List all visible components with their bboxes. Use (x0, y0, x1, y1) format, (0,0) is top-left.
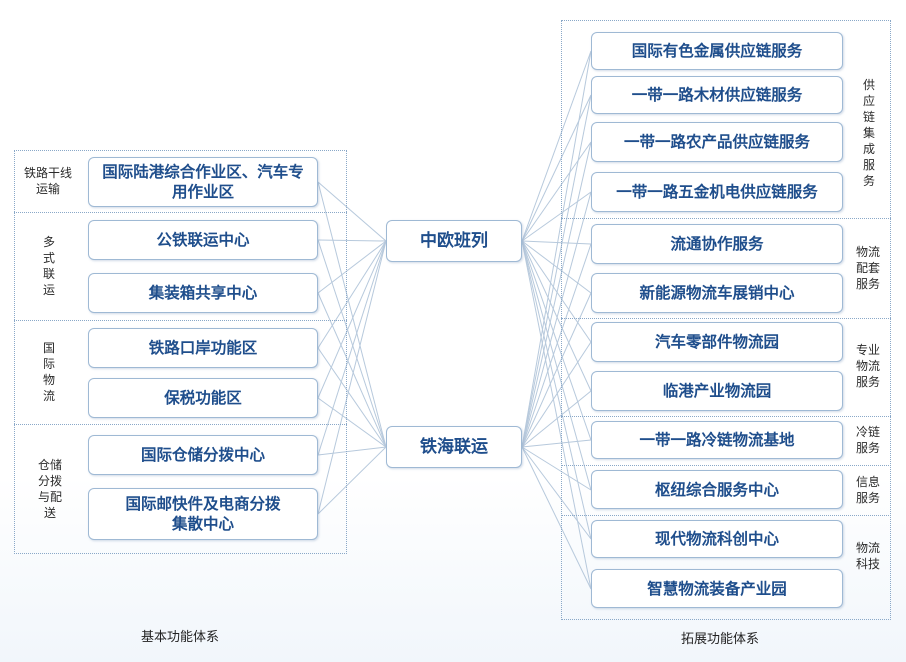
left-group-label-intl-logistics: 国际物流 (42, 341, 55, 403)
node-ev-showroom: 新能源物流车展销中心 (591, 273, 843, 313)
node-nonferrous-supply-chain: 国际有色金属供应链服务 (591, 32, 843, 70)
caption-basic-system: 基本功能体系 (140, 630, 219, 645)
connector-line (521, 341, 592, 448)
connector-line (521, 240, 592, 392)
node-port-industry-park: 临港产业物流园 (591, 371, 843, 411)
connector-line (317, 240, 387, 294)
right-group-label-cold-chain: 冷链服务 (855, 425, 880, 455)
connector-line (317, 446, 387, 515)
connector-line (317, 292, 387, 448)
hub-rail-sea-transport: 铁海联运 (386, 426, 522, 468)
connector-line (521, 50, 592, 242)
right-group-divider (561, 318, 891, 319)
node-logistics-innovation-center: 现代物流科创中心 (591, 520, 843, 558)
right-group-divider (561, 218, 891, 219)
connector-line (317, 397, 387, 448)
node-rail-road-center: 公铁联运中心 (88, 220, 318, 260)
connector-line (317, 239, 387, 448)
right-group-divider (561, 416, 891, 417)
connector-line (317, 240, 387, 399)
connector-line (521, 191, 592, 448)
hub-china-europe-railway: 中欧班列 (386, 220, 522, 262)
connector-line (317, 240, 387, 515)
connector-line (521, 240, 592, 245)
extended-function-panel (561, 20, 891, 620)
left-group-label-railway: 铁路干线运输 (23, 166, 72, 196)
connector-line (317, 240, 387, 456)
connector-line (317, 240, 387, 349)
connector-line (521, 141, 592, 242)
right-group-divider (561, 465, 891, 466)
right-group-divider (561, 515, 891, 516)
node-hub-service-center: 枢纽综合服务中心 (591, 470, 843, 509)
caption-extended-system: 拓展功能体系 (680, 632, 759, 647)
right-group-label-support-service: 物流配套服务 (855, 245, 880, 291)
basic-function-panel (14, 150, 347, 554)
right-group-label-supply-chain: 供应链集成服务 (862, 78, 875, 188)
connector-line (521, 439, 592, 448)
right-group-label-tech: 物流科技 (855, 541, 880, 571)
node-cold-chain-base: 一带一路冷链物流基地 (591, 421, 843, 459)
connector-line (317, 347, 387, 448)
node-postal-ecommerce-center: 国际邮快件及电商分拨集散中心 (88, 488, 318, 540)
connector-line (317, 181, 387, 448)
right-group-label-info-service: 信息服务 (855, 475, 880, 505)
connector-line (521, 446, 592, 491)
connector-line (521, 94, 592, 242)
left-group-divider (14, 212, 347, 213)
connector-line (521, 240, 592, 590)
left-group-divider (14, 320, 347, 321)
connector-line (521, 446, 592, 540)
node-intl-warehouse-center: 国际仓储分拨中心 (88, 435, 318, 475)
connector-line (317, 446, 387, 456)
node-bonded-zone: 保税功能区 (88, 378, 318, 418)
connector-line (521, 141, 592, 448)
node-container-sharing-center: 集装箱共享中心 (88, 273, 318, 313)
node-land-port-zone: 国际陆港综合作业区、汽车专用作业区 (88, 157, 318, 207)
connector-line (521, 240, 592, 441)
node-timber-supply-chain: 一带一路木材供应链服务 (591, 76, 843, 114)
node-circulation-service: 流通协作服务 (591, 224, 843, 264)
right-group-label-professional: 专业物流服务 (855, 343, 880, 389)
connector-line (521, 390, 592, 448)
connector-line (521, 191, 592, 242)
connector-line (521, 240, 592, 343)
connector-line (317, 239, 387, 242)
left-group-divider (14, 424, 347, 425)
node-auto-parts-park: 汽车零部件物流园 (591, 322, 843, 362)
left-group-label-multimodal: 多式联运 (42, 235, 55, 297)
node-hardware-supply-chain: 一带一路五金机电供应链服务 (591, 172, 843, 212)
connector-line (521, 94, 592, 448)
node-smart-equipment-park: 智慧物流装备产业园 (591, 569, 843, 608)
node-rail-port-zone: 铁路口岸功能区 (88, 328, 318, 368)
node-agri-supply-chain: 一带一路农产品供应链服务 (591, 122, 843, 162)
connector-line (521, 50, 592, 448)
connector-line (317, 181, 387, 242)
connector-line (521, 446, 592, 590)
connector-line (521, 240, 592, 491)
connector-line (521, 243, 592, 448)
left-group-label-warehousing: 仓储分拨与配送 (37, 458, 62, 520)
connector-line (521, 240, 592, 540)
connector-line (521, 240, 592, 294)
